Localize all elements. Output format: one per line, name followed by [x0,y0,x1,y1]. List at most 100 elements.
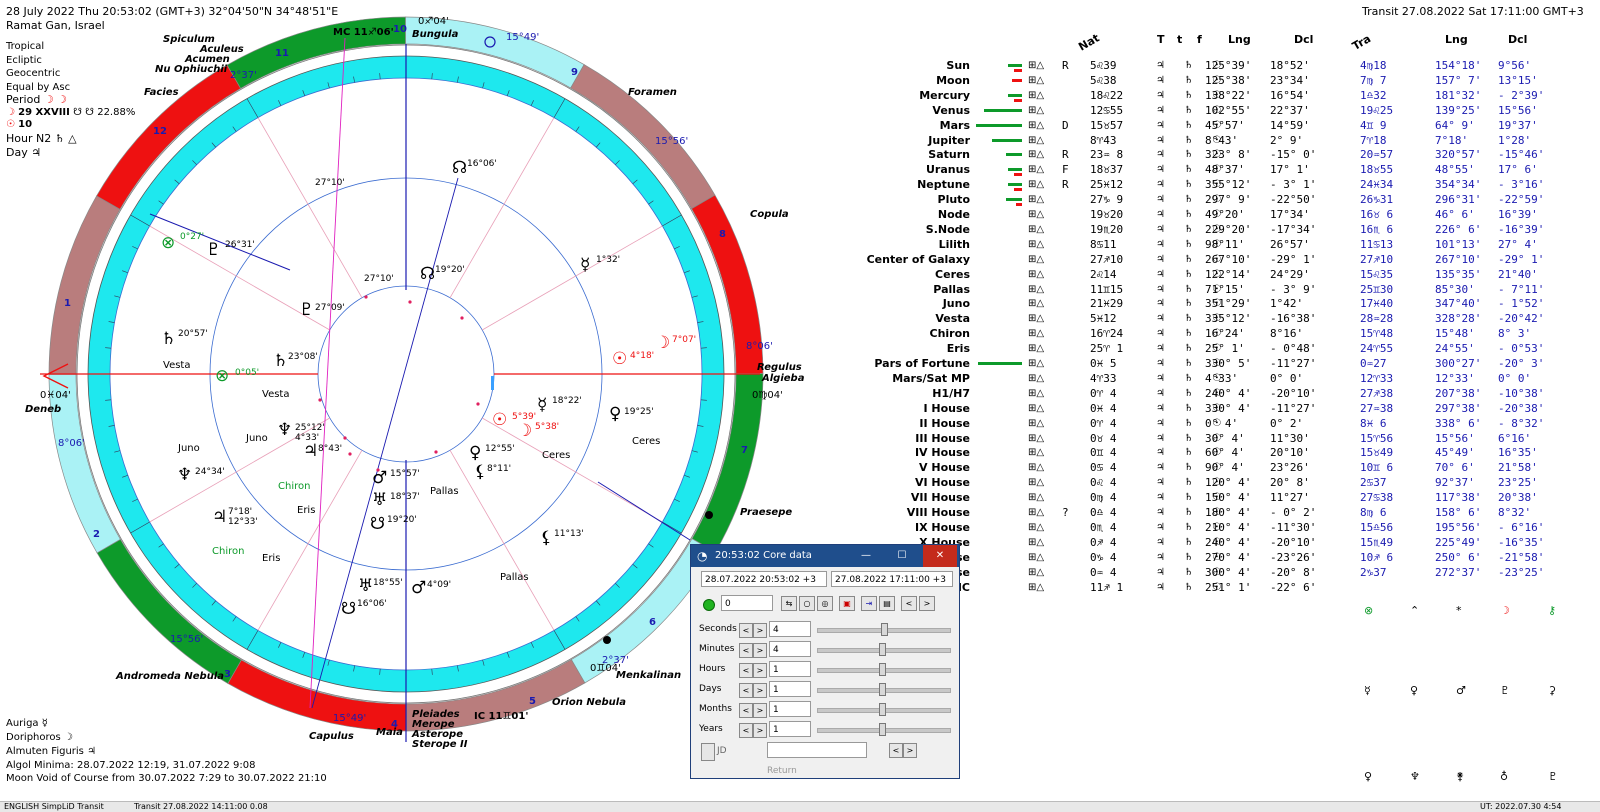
stepper-dec-button[interactable]: < [739,623,753,638]
green-indicator-icon[interactable] [703,599,715,611]
pluto-transit-glyph-icon[interactable]: ♇ [206,240,222,260]
jupiter-natal-glyph-icon[interactable]: ♃ [303,441,319,461]
neptune-transit-glyph-icon[interactable]: ♆ [177,465,193,485]
retro-flag: F [1062,163,1069,177]
house-cusp-line [257,450,363,631]
zodiac-sign-segment [406,659,586,732]
return-label[interactable]: Return [767,766,797,776]
snode-transit-glyph-icon[interactable]: ☋ [341,599,357,619]
transit-position: 7♈18 [1360,133,1387,147]
slider-thumb[interactable] [879,643,886,656]
degree-tick [302,90,306,96]
pluto-natal-glyph-icon[interactable]: ♇ [299,300,315,320]
fortune-natal-glyph-icon[interactable]: ⊗ [215,366,230,386]
stepper-dec-button[interactable]: < [739,643,753,658]
prev-button[interactable]: < [901,596,917,611]
degree-tick [353,76,355,83]
slider-thumb[interactable] [881,623,888,636]
venus-natal-glyph-icon[interactable]: ♀ [469,443,482,463]
stepper-inc-button[interactable]: > [753,723,767,738]
stepper-inc-button[interactable]: > [753,683,767,698]
moon-transit-glyph-icon[interactable]: ☽ [655,333,671,353]
ic-label: IC 11♊01' [474,711,529,722]
transit-datetime-field[interactable]: 27.08.2022 17:11:00 +3 [831,571,953,587]
house-number-9: 9 [571,67,578,78]
moon-natal-glyph-icon[interactable]: ☽ [517,421,533,441]
natal-longitude: 120° 4' [1205,476,1252,490]
jd-next-button[interactable]: > [903,743,917,758]
aspect-dot [460,316,464,320]
stepper-dec-button[interactable]: < [739,723,753,738]
natal-datetime-field[interactable]: 28.07.2022 20:53:02 +3 [701,571,827,587]
lilith-natal-glyph-icon[interactable]: ⚸ [474,462,487,482]
transit-longitude: 12°33' [1435,371,1475,385]
close-button[interactable]: ✕ [923,545,957,567]
jd-toggle[interactable] [701,743,715,761]
transit-longitude: 195°56' [1435,520,1482,534]
ring-button[interactable]: ◎ [817,596,833,611]
chart-button[interactable]: ▣ [839,596,855,611]
sun-transit-glyph-icon[interactable]: ☉ [612,349,628,369]
natal-longitude: 323° 8' [1205,148,1252,162]
moon-icon: ☽ [6,107,15,118]
circle-button[interactable]: ○ [799,596,815,611]
cycle-button[interactable]: ⇆ [781,596,797,611]
core-data-window[interactable]: ◔ 20:53:02 Core data — ☐ ✕ 28.07.2022 20… [690,544,960,779]
stepper-value-field[interactable]: 1 [769,701,811,717]
uranus-transit-glyph-icon[interactable]: ♅ [358,576,374,596]
counter-field[interactable]: 0 [721,595,773,611]
fortune-transit-glyph-icon[interactable]: ⊗ [161,233,176,253]
jupiter-transit-glyph-icon[interactable]: ♃ [212,507,228,527]
mars-natal-glyph-icon[interactable]: ♂ [372,468,388,488]
core-window-titlebar[interactable]: ◔ 20:53:02 Core data — ☐ ✕ [691,545,959,567]
ruler-glyph-icon: ♃ ♄ ☉ [1156,298,1230,310]
save-icon[interactable]: ▤ [879,596,895,611]
natal-chart-wheel[interactable] [0,0,840,800]
node-glyph-icon[interactable]: ☊ [452,158,468,178]
slider-thumb[interactable] [879,723,886,736]
mercury-transit-glyph-icon[interactable]: ☿ [580,255,591,275]
uranus-natal-glyph-icon[interactable]: ♅ [372,490,388,510]
slider-thumb[interactable] [879,703,886,716]
stepper-inc-button[interactable]: > [753,623,767,638]
glyph-label-8: 27°09' [315,303,345,313]
natal-longitude: 48°37' [1205,163,1245,177]
stepper-value-field[interactable]: 1 [769,721,811,737]
stepper-dec-button[interactable]: < [739,663,753,678]
slider-thumb[interactable] [879,663,886,676]
natal-declination: -23°26' [1270,550,1317,564]
saturn-natal-glyph-icon[interactable]: ♄ [273,351,289,371]
pluto-bottom-icon: ♇ [1548,770,1558,783]
stepper-dec-button[interactable]: < [739,683,753,698]
natal-declination: -11°30' [1270,520,1317,534]
col-f-header: f [1197,33,1202,46]
lilith-transit-glyph-icon[interactable]: ⚸ [540,528,553,548]
degree-tick [174,564,180,569]
maximize-button[interactable]: ☐ [897,550,907,561]
next-button[interactable]: > [919,596,935,611]
jd-prev-button[interactable]: < [889,743,903,758]
natal-longitude: 150° 4' [1205,491,1252,505]
stepper-value-field[interactable]: 4 [769,641,811,657]
stepper-value-field[interactable]: 4 [769,621,811,637]
stepper-inc-button[interactable]: > [753,643,767,658]
venus-transit-glyph-icon[interactable]: ♀ [609,404,622,424]
mercury-natal-glyph-icon[interactable]: ☿ [537,395,548,415]
minimize-button[interactable]: — [861,550,871,561]
node-natal-glyph-icon[interactable]: ☊ [420,264,436,284]
natal-declination: 24°29' [1270,267,1310,281]
stepper-value-field[interactable]: 1 [769,681,811,697]
stepper-value-field[interactable]: 1 [769,661,811,677]
jd-field[interactable] [767,742,867,758]
sun-natal-glyph-icon[interactable]: ☉ [492,410,508,430]
mars-transit-glyph-icon[interactable]: ♂ [411,578,427,598]
snode-natal-glyph-icon[interactable]: ☋ [370,514,386,534]
export-button[interactable]: ⇥ [861,596,877,611]
stepper-dec-button[interactable]: < [739,703,753,718]
stepper-inc-button[interactable]: > [753,703,767,718]
stepper-inc-button[interactable]: > [753,663,767,678]
slider-thumb[interactable] [879,683,886,696]
neptune-natal-glyph-icon[interactable]: ♆ [277,420,293,440]
natal-position: 25♈ 1 [1090,342,1124,356]
saturn-transit-glyph-icon[interactable]: ♄ [161,329,177,349]
